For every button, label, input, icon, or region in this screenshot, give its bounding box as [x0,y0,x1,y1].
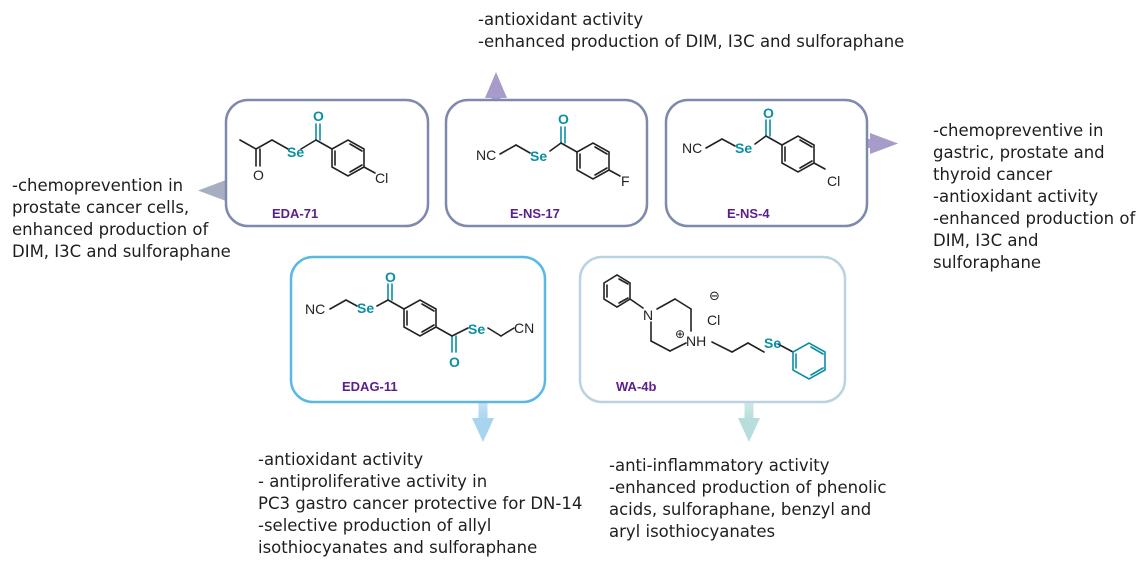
structure-edag11 [329,283,515,353]
box-ens4 [664,98,869,228]
activity-line: -antioxidant activity [933,187,1099,206]
atom-ens17-carbonyl-oxygen: O [558,111,569,127]
atom-eda71-chlorine: Cl [375,170,388,186]
activities-wa4b: -anti-inflammatory activity -enhanced pr… [609,455,886,543]
atom-wa4b-plus-charge: ⊕ [675,327,685,341]
structure-wa4b [603,274,794,353]
atom-ens4-chlorine: Cl [827,173,840,189]
atom-edag11-oxygen-bottom: O [449,354,460,370]
activity-line: thyroid cancer [933,165,1053,184]
activity-line: sulforaphane [933,253,1042,272]
activity-line: DIM, I3C and sulforaphane [12,242,231,261]
box-edag11 [289,255,547,404]
atom-wa4b-chloride: Cl [707,312,720,328]
activity-line: -enhanced production of phenolic [609,478,887,497]
label-eda71: EDA-71 [272,206,318,221]
atom-ens4-carbonyl-oxygen: O [763,105,774,121]
atom-eda71-selenium: Se [287,144,304,160]
atom-wa4b-nh: NH [686,333,706,349]
activity-line: isothiocyanates and sulforaphane [258,538,538,557]
atom-ens4-nitrile: NC [682,140,702,156]
atom-wa4b-minus-charge: ⊖ [709,288,720,303]
box-wa4b [578,255,847,404]
structure-ens17 [499,126,621,180]
atom-edag11-selenium-left: Se [357,300,374,316]
activity-line: -anti-inflammatory activity [609,456,830,475]
label-ens17: E-NS-17 [510,206,560,221]
activity-line: gastric, prostate and [933,143,1105,162]
atom-eda71-carbonyl-oxygen: O [313,108,324,124]
structure-ens4 [705,119,826,173]
activity-line: PC3 gastro cancer protective for DN-14 [258,494,583,513]
atom-edag11-selenium-right: Se [468,321,485,337]
atom-ens17-selenium: Se [530,148,547,164]
activity-line: -antioxidant activity [258,450,424,469]
activity-line: -chemopreventive in [933,121,1104,140]
activity-line: enhanced production of [12,220,209,239]
activity-line: aryl isothiocyanates [609,522,776,541]
atom-ens4-selenium: Se [735,140,752,156]
activity-line: -antioxidant activity [478,10,644,29]
atom-wa4b-nitrogen: N [643,307,653,323]
label-wa4b: WA-4b [616,379,657,394]
activities-edag11: -antioxidant activity - antiproliferativ… [258,449,582,559]
activity-line: -enhanced production of [933,209,1136,228]
activity-line: -chemoprevention in [12,176,184,195]
box-ens17 [444,98,649,228]
atom-wa4b-selenium: Se [764,335,781,351]
structure-eda71 [239,123,376,177]
atom-edag11-nitrile-right: CN [514,320,534,336]
activities-ens17: -antioxidant activity -enhanced producti… [478,9,904,53]
atom-eda71-ketone-oxygen: O [253,167,264,183]
activity-line: -enhanced production of DIM, I3C and sul… [478,32,905,51]
box-eda71 [224,98,430,228]
activity-line: DIM, I3C and [933,231,1039,250]
atom-edag11-nitrile-left: NC [305,301,325,317]
activities-eda71: -chemoprevention in prostate cancer cell… [12,175,231,263]
label-ens4: E-NS-4 [727,206,770,221]
atom-ens17-nitrile: NC [476,147,496,163]
structure-wa4b-phenyl-selenide-ring [792,342,826,380]
activity-line: prostate cancer cells, [12,198,190,217]
atom-edag11-oxygen-top: O [385,269,396,285]
activity-line: - antiproliferative activity in [258,472,488,491]
activities-ens4: -chemopreventive in gastric, prostate an… [933,120,1135,274]
activity-line: acids, sulforaphane, benzyl and [609,500,872,519]
activity-line: -selective production of allyl [258,516,492,535]
label-edag11: EDAG-11 [342,379,398,394]
atom-ens17-fluorine: F [621,173,630,189]
